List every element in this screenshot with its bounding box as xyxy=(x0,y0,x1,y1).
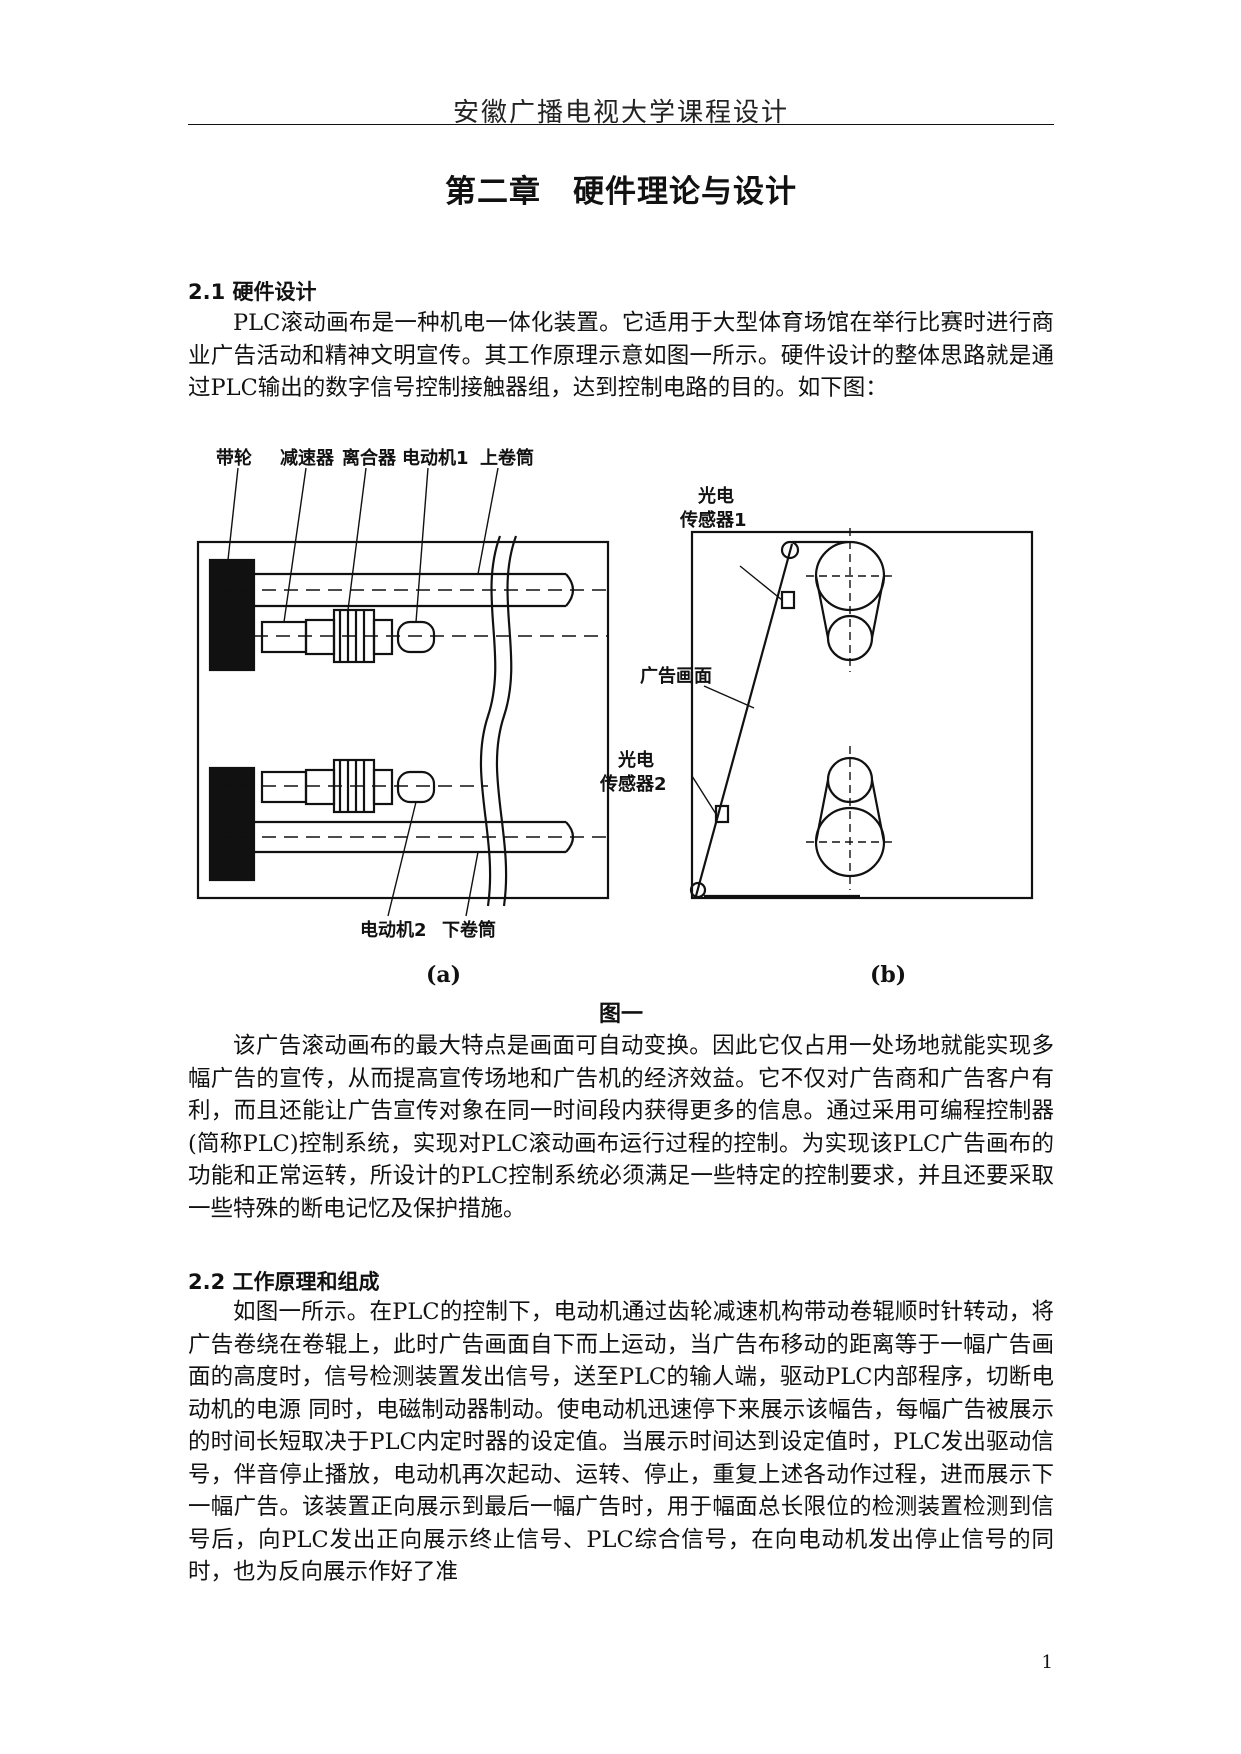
sensor1 xyxy=(780,590,796,610)
label-motor1: 电动机1 xyxy=(402,447,469,469)
figure-caption: 图一 xyxy=(598,1002,643,1027)
chapter-title: 第二章 硬件理论与设计 xyxy=(445,174,797,210)
lower-belt-wheel xyxy=(208,766,256,882)
upper-motor xyxy=(396,620,436,654)
label-belt-wheel: 带轮 xyxy=(216,447,252,469)
label-upper-drum: 上卷筒 xyxy=(480,447,534,469)
upper-reducer xyxy=(260,620,308,654)
running-header: 安徽广播电视大学课程设计 xyxy=(452,98,789,128)
label-sensor2-line2: 传感器2 xyxy=(599,773,667,795)
paragraph-after-figure: 该广告滚动画布的最大特点是画面可自动变换。因此它仅占用一处场地就能实现多幅广告的… xyxy=(188,1033,1054,1222)
label-lower-drum: 下卷筒 xyxy=(442,919,496,940)
label-sensor1-line2: 传感器1 xyxy=(679,509,747,531)
section-heading-2-2: 2.2 工作原理和组成 xyxy=(188,1270,380,1294)
label-ad-canvas: 广告画面 xyxy=(640,665,712,687)
frame-a xyxy=(196,540,610,900)
lower-reducer xyxy=(260,770,308,804)
label-clutch: 离合器 xyxy=(342,447,397,469)
paragraph-2-1: PLC滚动画布是一种机电一体化装置。它适用于大型体育场馆在举行比赛时进行商业广告… xyxy=(188,310,1054,401)
page-number: 1 xyxy=(1041,1652,1053,1673)
label-motor2: 电动机2 xyxy=(360,919,427,940)
header-rule xyxy=(188,124,1054,125)
subfigure-label-b: (b) xyxy=(870,962,907,988)
label-reducer: 减速器 xyxy=(280,447,335,469)
section-heading-2-1: 2.1 硬件设计 xyxy=(188,280,317,304)
ad-canvas-line xyxy=(694,543,794,897)
upper-belt-wheel xyxy=(208,558,256,672)
label-sensor1-line1: 光电 xyxy=(697,485,734,507)
break-line-left xyxy=(479,535,502,907)
paragraph-2-2: 如图一所示。在PLC的控制下，电动机通过齿轮减速机构带动卷辊顺时针转动，将广告卷… xyxy=(188,1299,1054,1585)
figure-1-drawing: 带轮 减速器 离合器 电动机1 上卷筒 电动机2 下卷筒 光电 传感器1 广告画… xyxy=(196,447,1034,941)
subfigure-label-a: (a) xyxy=(426,962,462,988)
lower-motor xyxy=(396,770,436,804)
break-line-right xyxy=(495,535,518,907)
label-sensor2-line1: 光电 xyxy=(617,749,654,771)
frame-b xyxy=(690,530,1034,900)
figure-1: 带轮 减速器 离合器 电动机1 上卷筒 电动机2 下卷筒 光电 传感器1 广告画… xyxy=(188,440,1054,941)
